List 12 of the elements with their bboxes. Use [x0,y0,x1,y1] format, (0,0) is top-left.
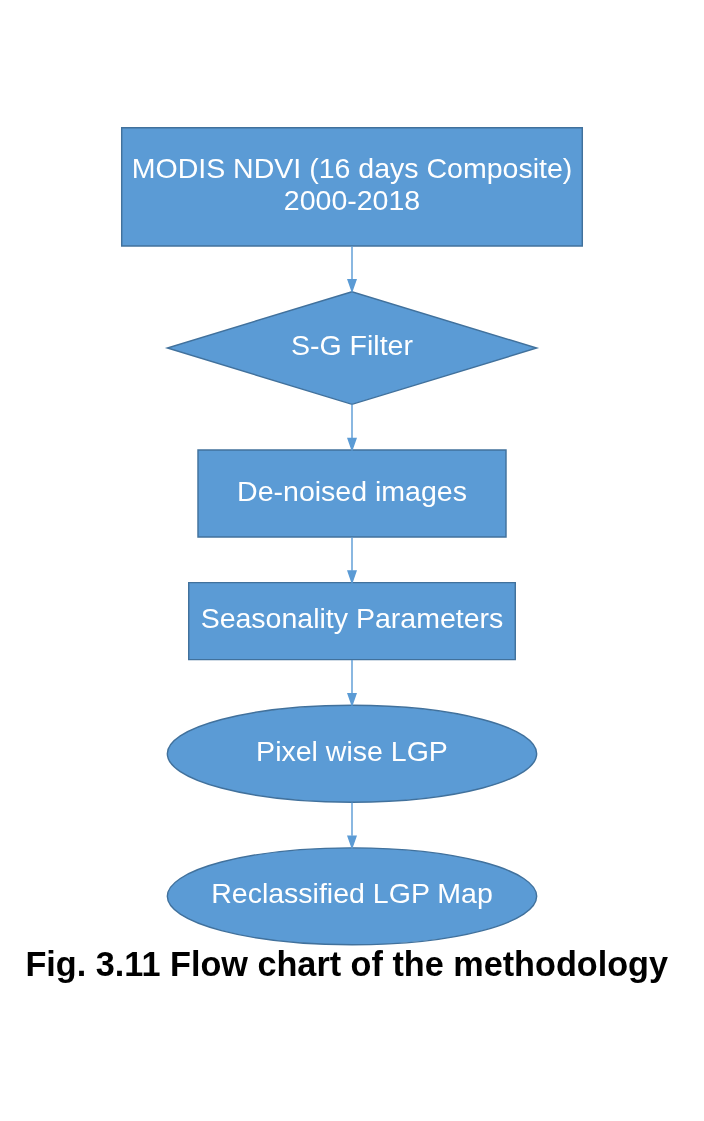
node-box: MODIS NDVI (16 days Composite) 2000-2018 [121,127,583,247]
arrow [347,403,357,453]
arrow [347,659,357,708]
caption: Fig. 3.11 Flow chart of the methodology [25,945,669,984]
node-ellipse: Reclassified LGP Map [166,847,538,946]
arrow [347,245,357,294]
node-box: De-noised images [197,449,507,538]
arrow [347,801,357,850]
node-diamond: S-G Filter [164,290,540,406]
node-box: Seasonality Parameters [188,581,516,661]
node-ellipse: Pixel wise LGP [166,704,538,803]
arrow [347,536,357,585]
